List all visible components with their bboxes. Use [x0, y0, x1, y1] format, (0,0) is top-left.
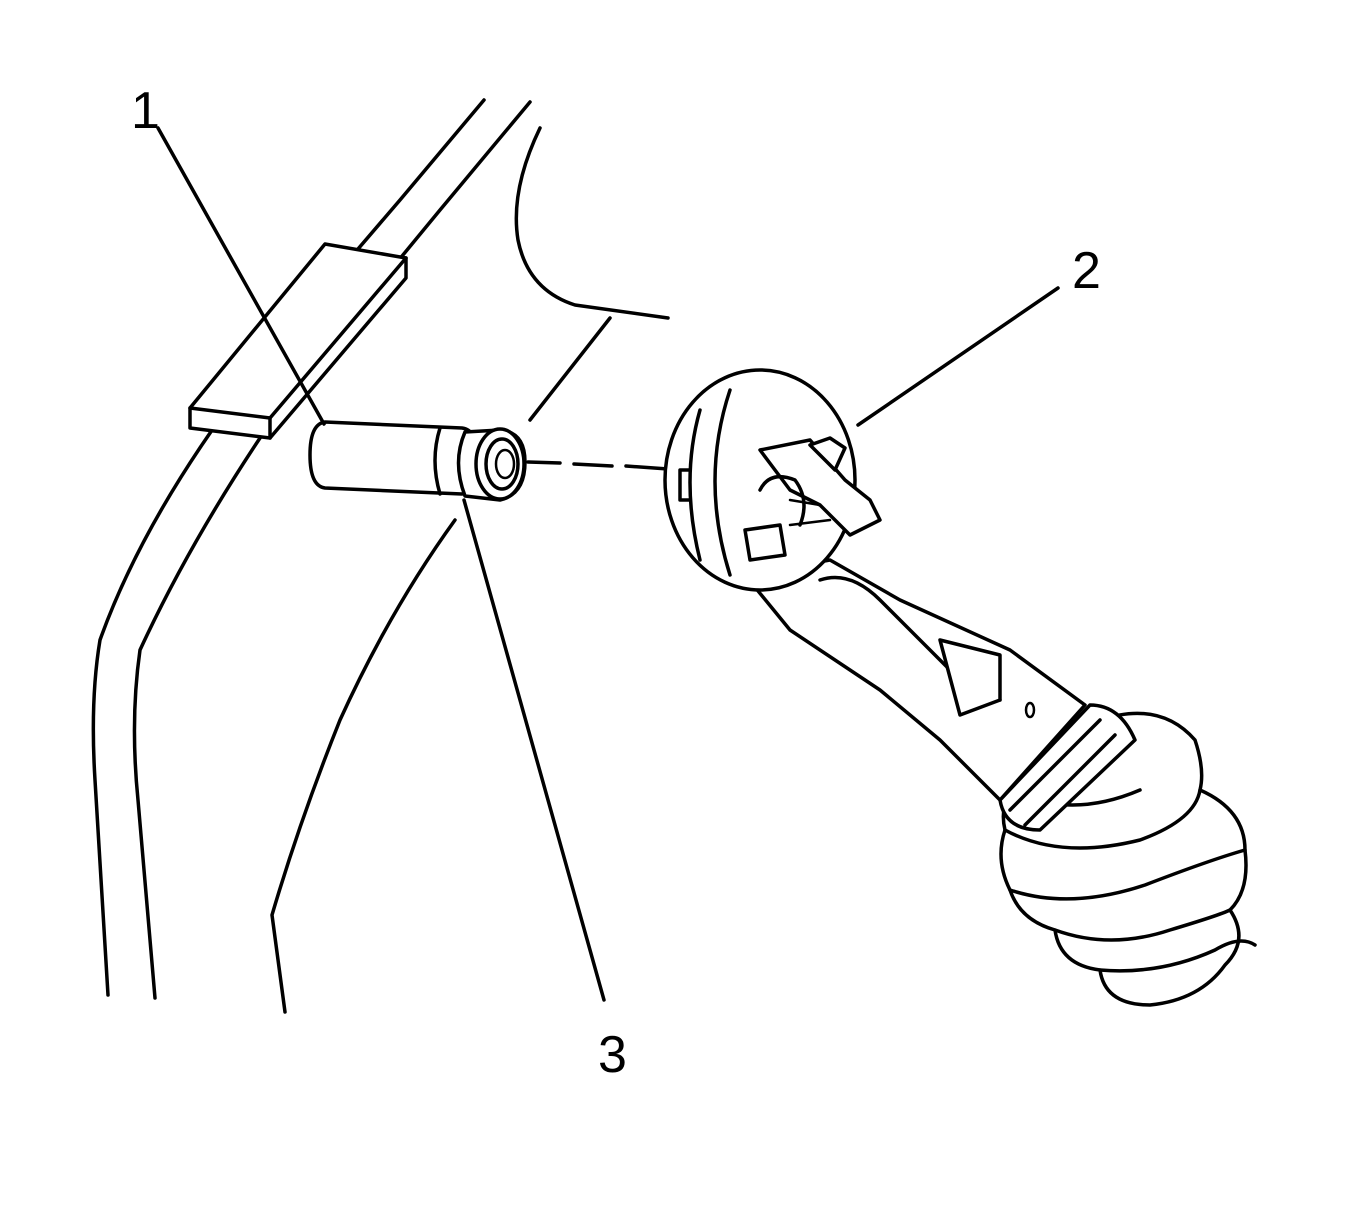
mounting-bracket — [188, 242, 408, 440]
callout-2: 2 — [1072, 242, 1101, 300]
callout-1: 1 — [131, 82, 160, 140]
harness-connector-assembly — [663, 368, 1257, 1007]
body-panel-outline — [91, 98, 670, 1014]
leader-line-1 — [156, 126, 326, 426]
leader-line-3 — [462, 498, 606, 1002]
alignment-dashed-line — [526, 460, 684, 472]
connector-body — [743, 558, 1087, 802]
leader-lines — [156, 126, 1060, 1002]
connector-face — [663, 368, 857, 592]
leader-line-2 — [856, 286, 1060, 427]
body-connector-cylinder — [308, 420, 527, 502]
callout-3: 3 — [598, 1026, 627, 1084]
